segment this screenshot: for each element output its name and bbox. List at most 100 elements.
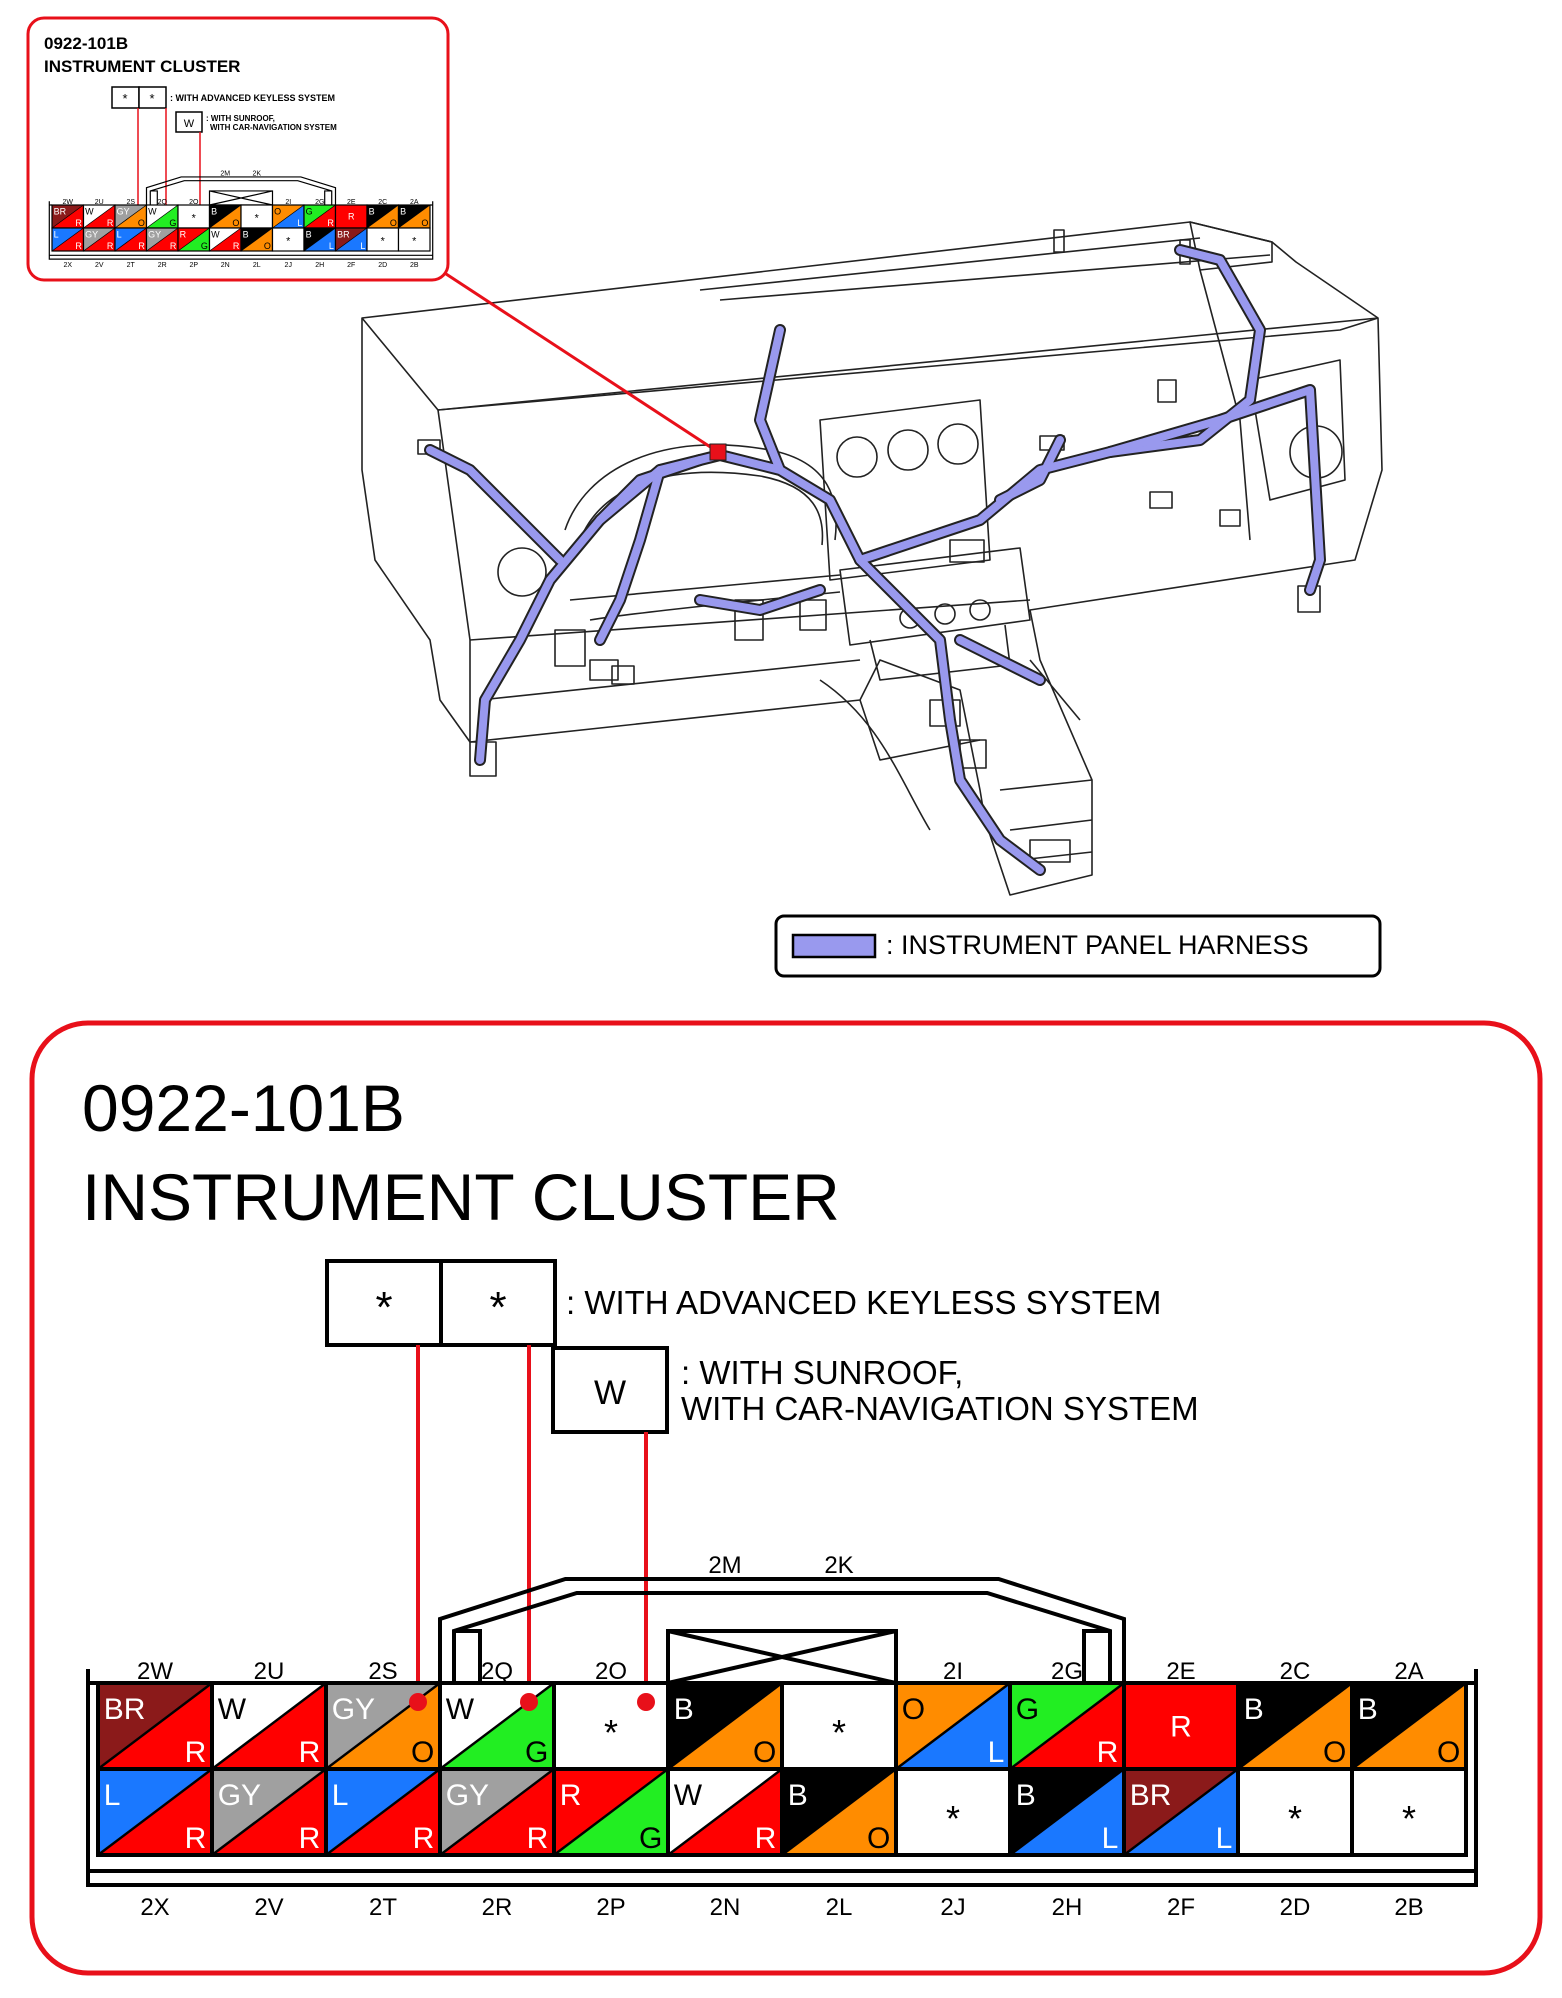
pin-label-lower: 2B: [1394, 1894, 1423, 1921]
sunroof-symbol: W: [594, 1374, 626, 1412]
wire-color-main: BR: [104, 1693, 146, 1726]
pin-label-upper: 2S: [368, 1658, 397, 1685]
wire-color-main: BR: [54, 207, 67, 217]
connector-pin[interactable]: GYR: [438, 1767, 556, 1857]
connector-pin[interactable]: *: [1236, 1767, 1354, 1857]
connector-pin[interactable]: BRL: [334, 227, 368, 252]
wire-color-stripe: O: [264, 241, 271, 251]
keyless-legend-label: : WITH ADVANCED KEYLESS SYSTEM: [566, 1284, 1161, 1321]
connector-pin[interactable]: *: [397, 227, 431, 252]
connector-pin[interactable]: BO: [1236, 1681, 1354, 1771]
wire-color-stripe: R: [299, 1822, 321, 1855]
connector-pin[interactable]: *: [1350, 1767, 1468, 1857]
connector-pin[interactable]: *: [894, 1767, 1012, 1857]
connector-pin[interactable]: GYR: [210, 1767, 328, 1857]
asterisk-icon: *: [255, 213, 260, 225]
connector-pin[interactable]: BO: [780, 1767, 898, 1857]
wire-color-stripe: R: [413, 1822, 435, 1855]
pin-label-lower: 2X: [63, 262, 72, 269]
wire-color-main: B: [1244, 1693, 1264, 1726]
connector-pin[interactable]: *: [366, 227, 400, 252]
connector-pin[interactable]: WR: [208, 227, 242, 252]
pin-label-lower: 2N: [221, 262, 230, 269]
wire-color-stripe: O: [753, 1736, 776, 1769]
connector-pin[interactable]: BRR: [51, 204, 85, 229]
connector-pin[interactable]: OL: [894, 1681, 1012, 1771]
connector-pin[interactable]: BRL: [1122, 1767, 1240, 1857]
connector-pin[interactable]: GYR: [82, 227, 116, 252]
connector-pin[interactable]: WR: [210, 1681, 328, 1771]
connector-pin[interactable]: *: [177, 204, 211, 229]
connector-pin[interactable]: *: [780, 1681, 898, 1771]
pin-label-upper: 2A: [410, 199, 419, 206]
asterisk-icon: *: [832, 1712, 846, 1753]
connector-pin[interactable]: BO: [666, 1681, 784, 1771]
wire-color-stripe: R: [1097, 1736, 1119, 1769]
connector-pin[interactable]: WG: [145, 204, 179, 229]
pin-label-lower: 2V: [254, 1894, 283, 1921]
sunroof-legend-label-2: WITH CAR-NAVIGATION SYSTEM: [681, 1390, 1199, 1427]
connector-pin[interactable]: BO: [397, 204, 431, 229]
pin-label-lower: 2J: [285, 262, 292, 269]
wire-color-main: B: [211, 207, 217, 217]
wire-color-main: GY: [148, 230, 161, 240]
connector-pin[interactable]: R: [334, 204, 368, 229]
wire-color-stripe: R: [327, 218, 334, 228]
connector-pin[interactable]: GYR: [145, 227, 179, 252]
wire-color-main: G: [306, 207, 313, 217]
inset-box[interactable]: 0922-101B INSTRUMENT CLUSTER * * : WITH …: [26, 16, 450, 282]
connector-pin[interactable]: RG: [177, 227, 211, 252]
pin-label-upper: 2Q: [158, 199, 168, 206]
connector-pin[interactable]: GYO: [114, 204, 148, 229]
pin-label-top: 2M: [708, 1552, 741, 1579]
connector-pin[interactable]: GR: [303, 204, 337, 229]
wire-color-stripe: L: [360, 241, 365, 251]
connector-pin[interactable]: R: [1122, 1681, 1240, 1771]
wire-color-stripe: L: [1102, 1822, 1119, 1855]
detail-code: 0922-101B: [82, 1071, 405, 1145]
wire-color-stripe: O: [421, 218, 428, 228]
asterisk-icon: *: [604, 1712, 618, 1753]
connector-pin[interactable]: GR: [1008, 1681, 1126, 1771]
connector-pin[interactable]: BO: [1350, 1681, 1468, 1771]
connector-pin[interactable]: BO: [208, 204, 242, 229]
connector-pin[interactable]: BRR: [96, 1681, 214, 1771]
connector-pin[interactable]: BL: [1008, 1767, 1126, 1857]
inset-code: 0922-101B: [44, 34, 128, 53]
pin-label-lower: 2P: [189, 262, 198, 269]
connector-pin[interactable]: OL: [271, 204, 305, 229]
connector-pin[interactable]: WG: [438, 1681, 556, 1771]
asterisk-icon: *: [381, 236, 386, 248]
wire-color-stripe: O: [138, 218, 145, 228]
connector-pin[interactable]: LR: [324, 1767, 442, 1857]
connector-pin[interactable]: BO: [366, 204, 400, 229]
wire-color-main: L: [54, 230, 59, 240]
asterisk-icon: *: [192, 213, 197, 225]
connector-pin[interactable]: LR: [114, 227, 148, 252]
pin-label-lower: 2F: [1167, 1894, 1195, 1921]
pin-label-upper: 2S: [126, 199, 135, 206]
wire-color-code: R: [1170, 1710, 1192, 1743]
wire-color-main: B: [306, 230, 312, 240]
connector-pin[interactable]: BO: [240, 227, 274, 252]
pin-label-lower: 2J: [940, 1894, 965, 1921]
connector-pin[interactable]: RG: [552, 1767, 670, 1857]
connector-pin[interactable]: LR: [51, 227, 85, 252]
wire-color-code: R: [348, 211, 355, 221]
wire-color-main: W: [211, 230, 220, 240]
pin-label-upper: 2A: [1394, 1658, 1423, 1685]
sunroof-symbol-box: [551, 1346, 669, 1434]
wire-color-main: O: [902, 1693, 925, 1726]
wire-color-stripe: R: [755, 1822, 777, 1855]
connection-dot: [637, 1693, 655, 1711]
connector-pin[interactable]: *: [271, 227, 305, 252]
connector-pin[interactable]: BL: [303, 227, 337, 252]
pin-label-lower: 2N: [710, 1894, 741, 1921]
inset-asterisk-icon: *: [149, 91, 154, 106]
wire-color-stripe: O: [1323, 1736, 1346, 1769]
connector-location-marker[interactable]: [709, 443, 727, 461]
connector-pin[interactable]: WR: [82, 204, 116, 229]
connector-pin[interactable]: LR: [96, 1767, 214, 1857]
connector-pin[interactable]: *: [240, 204, 274, 229]
connector-pin[interactable]: WR: [666, 1767, 784, 1857]
